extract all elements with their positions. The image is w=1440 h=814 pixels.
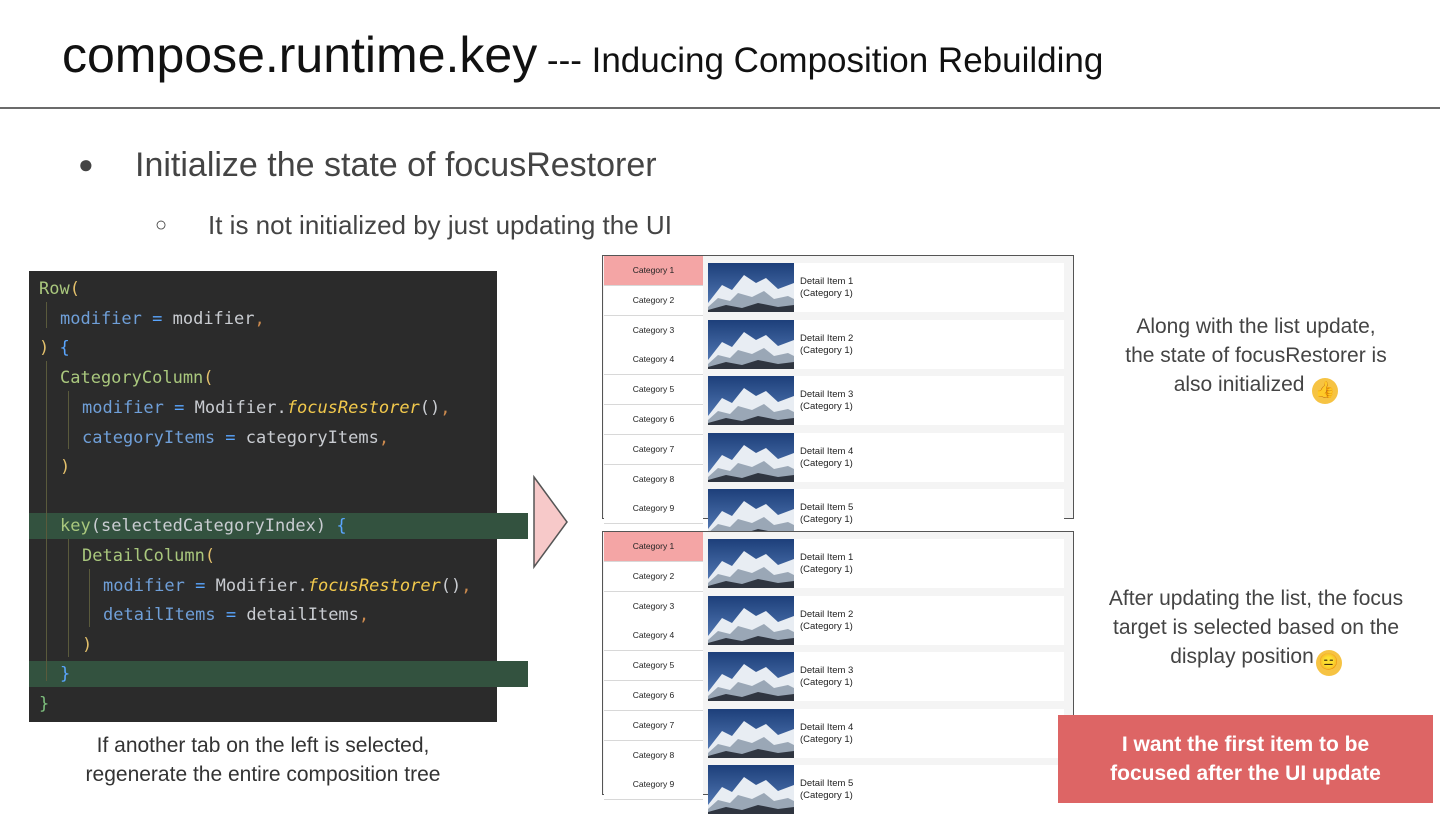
- code-line-12: ): [82, 635, 93, 655]
- mountain-thumbnail-icon: [708, 652, 794, 702]
- code-line-11: detailItems = detailItems,: [103, 605, 370, 625]
- category-tab[interactable]: Category 5: [604, 375, 703, 406]
- mountain-thumbnail-icon: [708, 319, 794, 369]
- note-bottom: After updating the list, the focus targe…: [1080, 584, 1432, 676]
- indent-guide: [68, 391, 69, 449]
- mountain-thumbnail-icon: [708, 708, 794, 758]
- category-tab[interactable]: Category 6: [604, 681, 703, 711]
- category-tab[interactable]: Category 5: [604, 651, 703, 682]
- detail-card-label: Detail Item 4 (Category 1): [800, 445, 854, 469]
- detail-card[interactable]: Detail Item 5 (Category 1): [708, 489, 1064, 539]
- detail-card-label: Detail Item 1 (Category 1): [800, 552, 854, 575]
- detail-card[interactable]: Detail Item 2 (Category 1): [708, 319, 1064, 369]
- category-tab[interactable]: Category 6: [604, 405, 703, 435]
- category-tab[interactable]: Category 3: [604, 591, 703, 622]
- category-tab[interactable]: Category 1: [604, 532, 703, 562]
- detail-card[interactable]: Detail Item 2 (Category 1): [708, 595, 1064, 645]
- category-tab[interactable]: Category 9: [604, 494, 703, 525]
- mountain-thumbnail-icon: [708, 376, 794, 426]
- detail-card[interactable]: Detail Item 4 (Category 1): [708, 708, 1064, 758]
- code-line-14: }: [39, 694, 50, 714]
- detail-card[interactable]: Detail Item 3 (Category 1): [708, 376, 1064, 426]
- bullet-level1: ● Initialize the state of focusRestorer: [78, 146, 657, 185]
- note-top: Along with the list update, the state of…: [1088, 312, 1424, 404]
- code-line-1: Row(: [39, 279, 80, 299]
- detail-card-label: Detail Item 3 (Category 1): [800, 665, 854, 689]
- category-tab[interactable]: Category 2: [604, 561, 703, 592]
- code-line-9: DetailColumn(: [82, 546, 216, 566]
- detail-card-label: Detail Item 2 (Category 1): [800, 332, 854, 356]
- callout-box: I want the first item to be focused afte…: [1058, 715, 1433, 803]
- mountain-thumbnail-icon: [708, 432, 794, 482]
- detail-card-label: Detail Item 3 (Category 1): [800, 389, 854, 413]
- right-arrow-icon: [533, 474, 568, 570]
- detail-card-label: Detail Item 4 (Category 1): [800, 721, 854, 745]
- category-tab[interactable]: Category 1: [604, 256, 703, 286]
- code-line-2: modifier = modifier,: [60, 309, 265, 329]
- code-line-13: }: [29, 661, 528, 687]
- mountain-thumbnail-icon: [708, 263, 794, 312]
- code-line-4: CategoryColumn(: [60, 368, 214, 388]
- category-tab[interactable]: Category 4: [604, 621, 703, 652]
- category-tab[interactable]: Category 4: [604, 345, 703, 376]
- detail-card[interactable]: Detail Item 4 (Category 1): [708, 432, 1064, 482]
- code-line-10: modifier = Modifier.focusRestorer(),: [103, 576, 472, 596]
- bullet-level1-text: Initialize the state of focusRestorer: [135, 146, 657, 184]
- detail-card[interactable]: Detail Item 3 (Category 1): [708, 652, 1064, 702]
- category-tab[interactable]: Category 7: [604, 434, 703, 465]
- detail-card[interactable]: Detail Item 5 (Category 1): [708, 765, 1064, 814]
- bullet-dot-icon: ●: [78, 149, 94, 179]
- thumbs-up-icon: 👍: [1312, 378, 1339, 404]
- bullet-level2: ○ It is not initialized by just updating …: [155, 210, 672, 241]
- category-tab[interactable]: Category 2: [604, 285, 703, 316]
- category-tab[interactable]: Category 3: [604, 315, 703, 346]
- slide-title: compose.runtime.key --- Inducing Composi…: [62, 26, 1103, 84]
- callout-text: I want the first item to be focused afte…: [1110, 733, 1381, 785]
- mountain-thumbnail-icon: [708, 595, 794, 645]
- bullet-level2-text: It is not initialized by just updating t…: [208, 210, 672, 240]
- code-caption: If another tab on the left is selected, …: [85, 734, 441, 786]
- detail-card[interactable]: Detail Item 1 (Category 1): [708, 263, 1064, 312]
- title-divider: [0, 107, 1440, 109]
- code-line-6: categoryItems = categoryItems,: [82, 428, 390, 448]
- code-line-7: ): [60, 457, 71, 477]
- indent-guide: [46, 302, 47, 328]
- category-tab[interactable]: Category 8: [604, 464, 703, 495]
- title-main: compose.runtime.key: [62, 27, 538, 83]
- detail-card-label: Detail Item 5 (Category 1): [800, 778, 854, 802]
- category-tab[interactable]: Category 8: [604, 740, 703, 771]
- category-tab[interactable]: Category 7: [604, 710, 703, 741]
- detail-card-label: Detail Item 1 (Category 1): [800, 276, 854, 299]
- code-line-8: key(selectedCategoryIndex) {: [29, 513, 528, 539]
- expressionless-face-icon: 😑: [1315, 650, 1342, 676]
- bullet-circle-icon: ○: [155, 214, 168, 236]
- category-tab[interactable]: Category 9: [604, 770, 703, 801]
- code-line-5: modifier = Modifier.focusRestorer(),: [82, 398, 451, 418]
- detail-card[interactable]: Detail Item 1 (Category 1): [708, 539, 1064, 588]
- indent-guide: [68, 539, 69, 657]
- code-block: Row( modifier = modifier, ) { CategoryCo…: [29, 271, 528, 722]
- detail-card-label: Detail Item 2 (Category 1): [800, 608, 854, 632]
- detail-card-label: Detail Item 5 (Category 1): [800, 502, 854, 526]
- indent-guide: [46, 361, 47, 681]
- indent-guide: [89, 569, 90, 627]
- mountain-thumbnail-icon: [708, 765, 794, 814]
- code-line-3: ) {: [39, 338, 70, 358]
- mountain-thumbnail-icon: [708, 539, 794, 588]
- title-subtitle: --- Inducing Composition Rebuilding: [537, 41, 1104, 80]
